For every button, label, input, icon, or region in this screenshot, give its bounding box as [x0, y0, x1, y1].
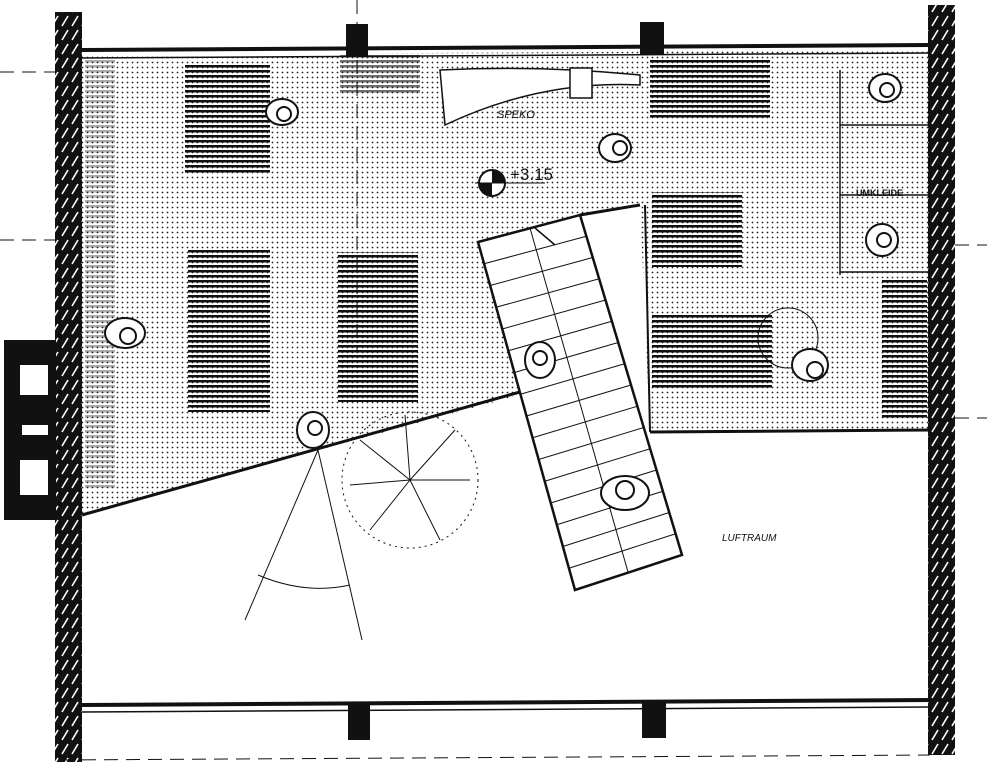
- level-marker-text: +3.15: [510, 165, 553, 184]
- label-speko: SPEKO: [497, 109, 535, 121]
- person-icon: [296, 411, 330, 449]
- curved-bench: [439, 67, 641, 127]
- stair-tread: [508, 320, 613, 352]
- stair-tread: [544, 448, 651, 482]
- stair-tread: [520, 363, 625, 395]
- stair-tread: [526, 384, 632, 417]
- stair-tread: [532, 405, 638, 439]
- stair-tread: [496, 278, 600, 308]
- label-umkleide: UMKLEIDE: [856, 188, 903, 198]
- stair-tread: [489, 257, 593, 286]
- people-figures: [104, 73, 902, 511]
- walls: [4, 5, 955, 762]
- label-luftraum: LUFTRAUM: [722, 533, 777, 544]
- stair-tread: [483, 235, 587, 265]
- person-icon: [600, 475, 650, 511]
- level-marker-icon: [475, 169, 545, 197]
- floor-mats: [85, 55, 927, 490]
- tree: [341, 411, 479, 549]
- stair-tread: [538, 427, 644, 460]
- stair-tread: [562, 512, 670, 547]
- person-icon: [598, 133, 632, 163]
- person-icon: [791, 348, 829, 382]
- stair-tread: [568, 533, 676, 569]
- person-icon: [524, 341, 556, 379]
- person-icon: [265, 98, 299, 126]
- door-swing: [244, 307, 819, 641]
- person-icon: [868, 73, 902, 103]
- person-icon: [865, 223, 899, 257]
- stair-tread: [502, 299, 606, 330]
- person-icon: [104, 317, 146, 349]
